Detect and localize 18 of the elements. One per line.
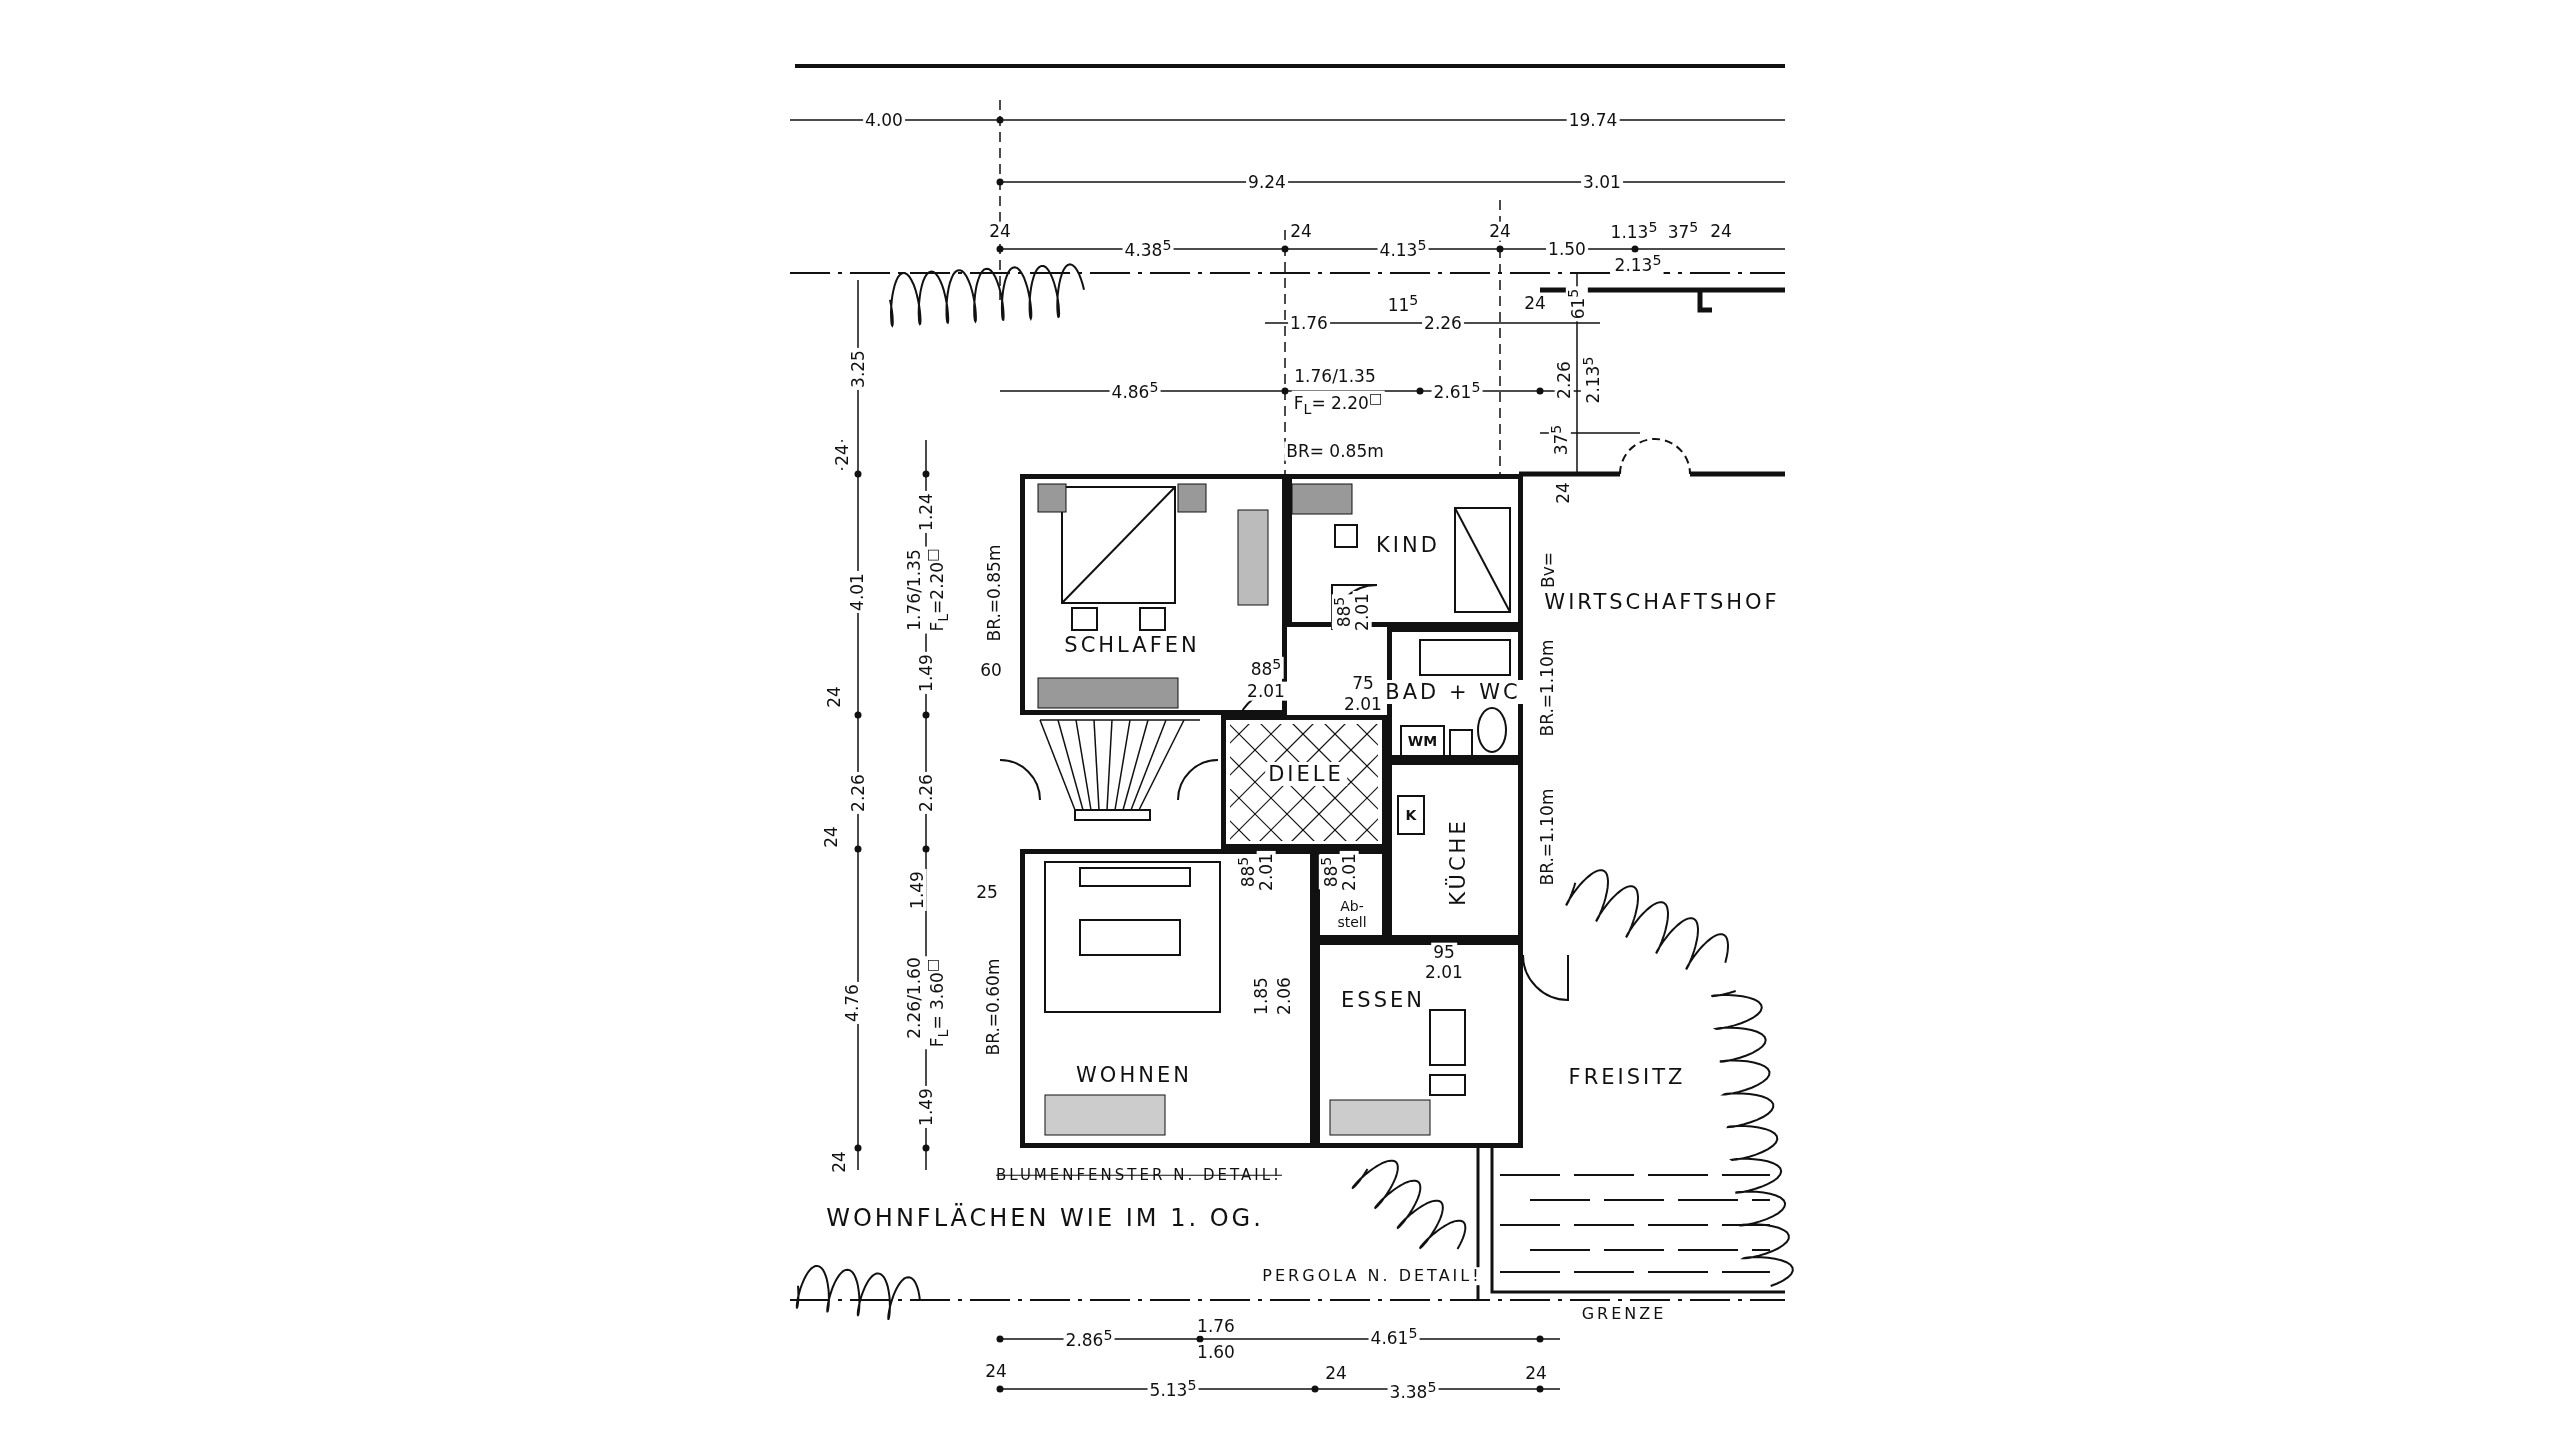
dimension-label: 24 bbox=[1487, 221, 1513, 241]
dimension-label: 2.01 bbox=[1339, 851, 1359, 893]
dimension-label: 24 bbox=[987, 221, 1013, 241]
appliance-box: WM bbox=[1400, 725, 1445, 757]
dimension-label: 1.49 bbox=[907, 869, 927, 911]
dimension-label: 88$^{5}$ bbox=[1248, 656, 1284, 680]
appliance-box: K bbox=[1397, 795, 1425, 835]
dimension-label: 2.26/1.60 bbox=[904, 955, 924, 1041]
dimension-label: 2.01 bbox=[1352, 591, 1372, 633]
dimension-label: 2.01 bbox=[1256, 851, 1276, 893]
dimension-label: 2.13$^{5}$ bbox=[1612, 252, 1664, 276]
room-outline bbox=[1387, 760, 1523, 940]
dimension-label: BR= 0.85m bbox=[1284, 441, 1386, 461]
dimension-label: 2.01 bbox=[1245, 681, 1287, 701]
dimension-label: 2.26 bbox=[1554, 359, 1574, 401]
dimension-label: 4.76 bbox=[842, 982, 862, 1024]
room-outline bbox=[1221, 715, 1387, 849]
room-label: DIELE bbox=[1265, 762, 1347, 786]
